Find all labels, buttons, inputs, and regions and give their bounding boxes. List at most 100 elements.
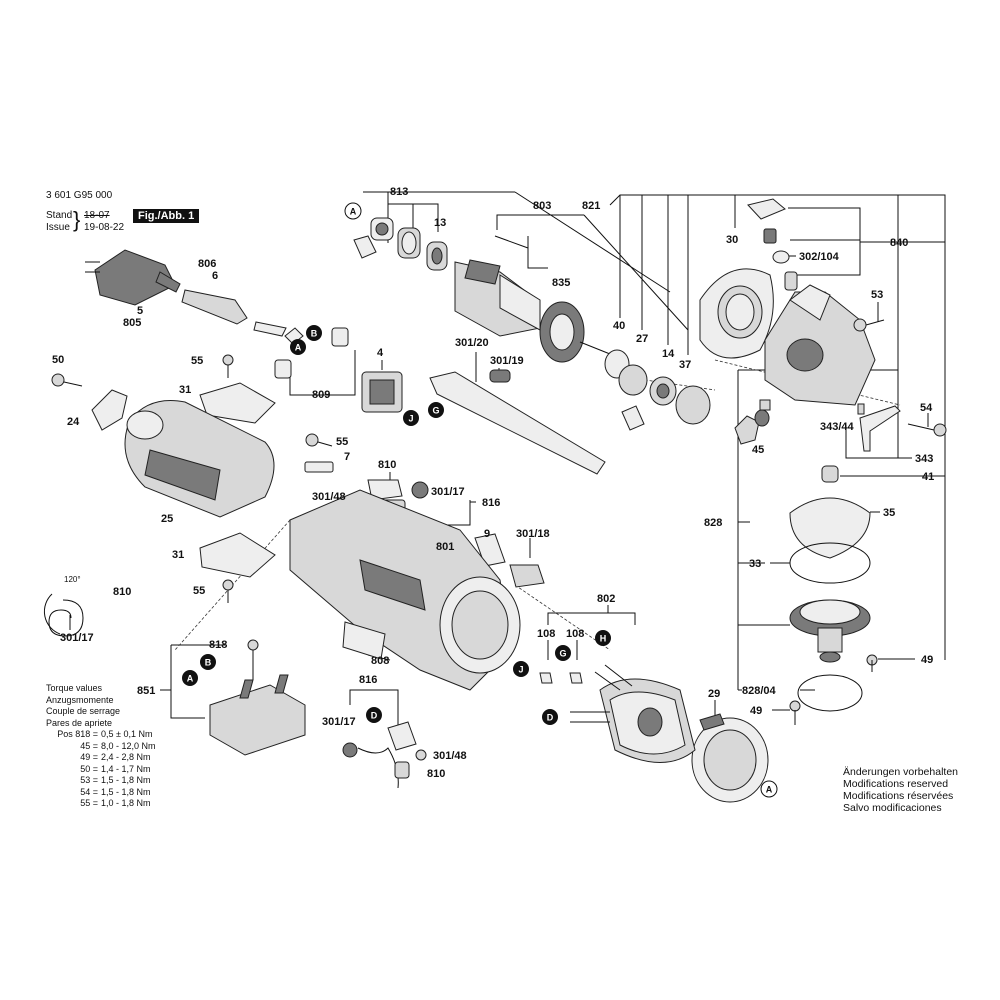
part-label: 301/17 [431,486,465,498]
cable-protector-icon [181,289,248,325]
part-label: 851 [137,685,155,697]
fan-baffle-icon [691,713,769,803]
switch-rod-icon [429,371,606,475]
screw-icon [415,749,427,761]
callout-circle: D [542,709,558,725]
torque-pos: 53 = [80,775,98,785]
part-label: 50 [52,354,64,366]
part-label: 45 [752,444,764,456]
pinion-gear-icon [734,415,760,445]
callout-circle: H [595,630,611,646]
callouts: A B A B J G A B J G H D D A [182,202,778,798]
figure-label: Fig./Abb. 1 [133,209,200,223]
callout-letter: B [205,658,212,668]
part-label: 55 [193,585,205,597]
part-number-labels: 813 803 821 13 835 30 840 302/104 806 6 … [52,186,934,780]
torque-pos: 50 = [80,763,98,774]
callout-circle: A [290,339,306,355]
part-label: 108 [566,628,584,640]
power-plug-icon [85,249,181,306]
torque-rows: Pos 818 =0,5 ± 0,1 Nm 45 =8,0 - 12,0 Nm … [46,729,156,810]
part-label: 802 [597,593,615,605]
screw-icon [866,654,878,672]
part-label: 55 [336,436,348,448]
leader-line [289,350,356,396]
torque-value: 1,0 - 1,8 Nm [101,798,151,808]
spindle-gear-icon [789,599,871,663]
parts [43,198,947,803]
stand-label: Stand [46,210,73,221]
sleeve-icon [821,465,839,483]
leader-line [514,191,671,293]
callout-letter: D [371,711,378,721]
o-ring-icon [797,674,863,712]
callout-letter: G [432,406,439,416]
bearing-icon [397,227,421,259]
part-label: 30 [726,234,738,246]
switch-icon [361,371,403,413]
stator-icon [570,664,696,763]
callout-letter: D [547,713,554,723]
torque-table: Torque values Anzugsmomente Couple de se… [46,683,120,729]
part-label: 9 [484,528,490,540]
torque-value: 1,5 - 1,8 Nm [101,775,151,785]
terminal-icon [569,672,583,684]
brush-spring-icon [342,742,358,758]
torque-value: 0,5 ± 0,1 Nm [101,729,153,739]
part-label: 809 [312,389,330,401]
carbon-brush-icon [394,761,410,779]
doc-number: 3 601 G95 000 [46,190,113,201]
callout-circle: A [760,780,778,798]
torque-value: 2,4 - 2,8 Nm [101,752,151,762]
brush-cap-icon [509,564,545,588]
spring-icon [489,369,511,383]
part-label: 55 [191,355,203,367]
electronics-module-icon [209,674,306,756]
part-label: 828/04 [742,685,777,697]
bearing-bore-icon [656,383,670,399]
part-label: 301/19 [490,355,524,367]
bearing-icon [370,217,394,241]
callout-letter: B [311,329,318,339]
part-label: 4 [377,347,384,359]
part-label: 805 [123,317,141,329]
spiral-spring-icon [48,599,84,637]
part-label: 343 [915,453,933,465]
contact-strip-icon [304,461,334,473]
cover-plate-icon [199,382,276,424]
torque-row: 45 =8,0 - 12,0 Nm [46,741,156,753]
torque-value: 1,4 - 1,7 Nm [101,763,151,774]
leader-line [609,194,946,505]
leader-line [349,689,399,725]
part-label: 821 [582,200,600,212]
leader-line [547,612,636,625]
part-label: 13 [434,217,446,229]
part-label: 301/48 [312,491,346,503]
leader-line [583,214,689,331]
part-label: 14 [662,348,675,360]
callout-circle: J [403,410,419,426]
callout-circle: G [428,402,444,418]
part-label: 301/18 [516,528,550,540]
callout-letter: A [295,343,302,353]
issue-label: Issue [46,222,70,233]
part-label: 24 [67,416,80,428]
brush-spring-icon [411,481,429,499]
part-label: 54 [920,402,933,414]
callout-circle: J [513,661,529,677]
nut-icon [754,409,770,427]
armature-icon [454,259,611,363]
torque-pos: 49 = [80,752,98,762]
lever-icon [859,405,901,452]
part-label: 810 [113,586,131,598]
clip-icon [331,327,349,347]
part-label: 808 [371,655,389,667]
part-label: 108 [537,628,555,640]
torque-row: Pos 818 =0,5 ± 0,1 Nm [46,729,156,741]
angle-label: 120° [64,575,81,584]
part-label: 29 [708,688,720,700]
part-label: 835 [552,277,570,289]
issue-value: 19-08-22 [84,222,125,233]
torque-pos: 55 = [80,798,98,808]
assembly-line [514,584,611,651]
